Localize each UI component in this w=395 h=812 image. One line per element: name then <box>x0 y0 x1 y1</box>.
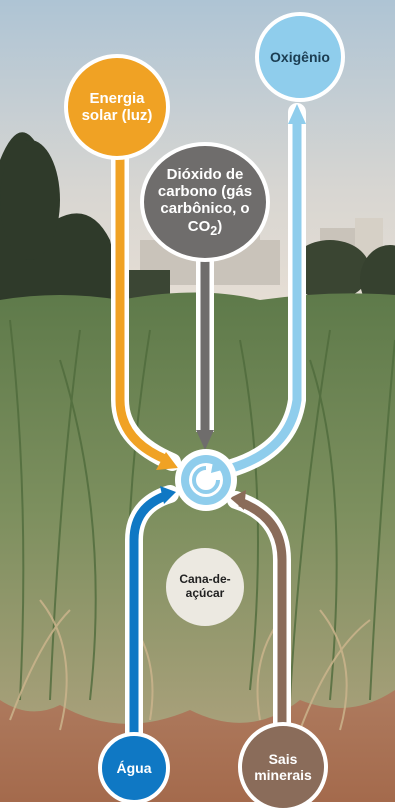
oxygen-label: Oxigênio <box>270 49 330 65</box>
co2-formula: CO2) <box>158 218 252 238</box>
co2-label-line3: carbônico, o <box>158 200 252 217</box>
co2-node: Dióxido de carbono (gás carbônico, o CO2… <box>140 142 270 262</box>
water-node: Água <box>98 732 170 804</box>
mineral-salts-node: Sais minerais <box>238 722 328 812</box>
co2-formula-close: ) <box>217 218 222 235</box>
cycle-icon <box>175 449 237 511</box>
solar-energy-label-line1: Energia <box>82 90 153 107</box>
co2-label-line1: Dióxido de <box>158 166 252 183</box>
sugarcane-node: Cana-de- açúcar <box>166 548 244 626</box>
solar-energy-node: Energia solar (luz) <box>64 54 170 160</box>
oxygen-node: Oxigênio <box>255 12 345 102</box>
co2-formula-base: CO <box>188 218 211 235</box>
sugarcane-label-line2: açúcar <box>179 587 230 601</box>
solar-energy-label-line2: solar (luz) <box>82 107 153 124</box>
sugarcane-label-line1: Cana-de- <box>179 573 230 587</box>
mineral-salts-label-line2: minerais <box>254 767 312 783</box>
water-label: Água <box>117 760 152 776</box>
co2-label-line2: carbono (gás <box>158 183 252 200</box>
mineral-salts-label-line1: Sais <box>254 751 312 767</box>
